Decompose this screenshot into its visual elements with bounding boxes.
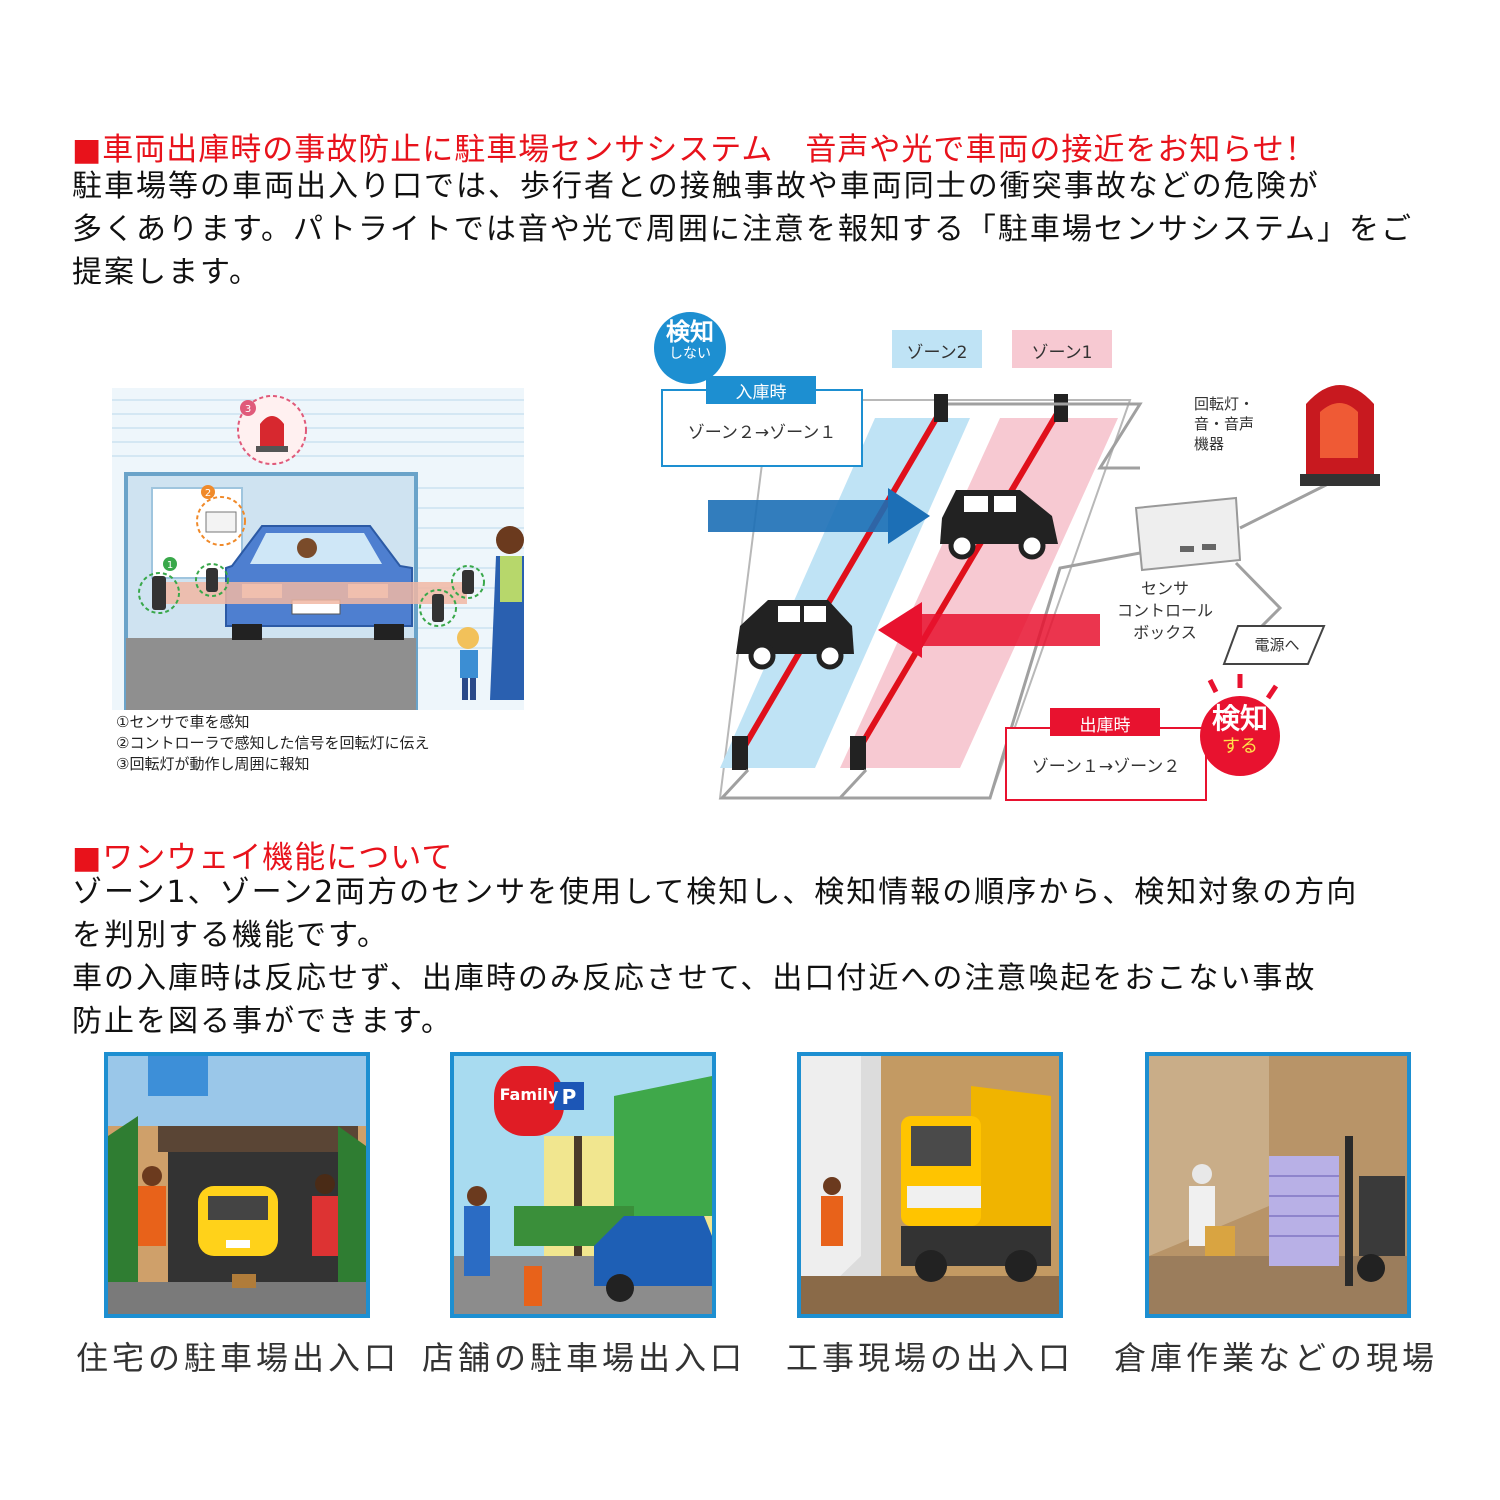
entry-sequence: ゾーン２→ゾーン１	[687, 423, 837, 443]
intro-line: 提案します。	[72, 255, 261, 290]
caption-store: 店舗の駐車場出入口	[421, 1339, 746, 1377]
one-way-line: を判別する機能です。	[72, 918, 389, 953]
step-1: ①センサで車を感知	[116, 713, 250, 731]
one-way-detection-diagram: 検知 しない 入庫時 ゾーン２→ゾーン１ ゾーン2 ゾーン1 回転灯・ 音・音声…	[640, 308, 1400, 808]
entry-label: 入庫時	[735, 383, 787, 403]
power-label: 電源へ	[1254, 636, 1300, 654]
example-construction-photo	[797, 1052, 1063, 1318]
one-way-line: 車の入庫時は反応せず、出庫時のみ反応させて、出口付近への注意喚起をおこない事故	[72, 961, 1317, 996]
control-box-label: センサ コントロール ボックス	[1116, 579, 1213, 642]
garage-illustration: 1 2 3	[112, 388, 524, 712]
step-3: ③回転灯が動作し周囲に報知	[116, 755, 310, 773]
caption-residential: 住宅の駐車場出入口	[75, 1339, 400, 1377]
example-residential-photo	[104, 1052, 370, 1318]
one-way-line: 防止を図る事ができます。	[72, 1004, 453, 1039]
illustration-steps: ①センサで車を感知 ②コントローラで感知した信号を回転灯に伝え ③回転灯が動作し…	[116, 712, 429, 775]
section-one-way-text: ゾーン1、ゾーン2両方のセンサを使用して検知し、検知情報の順序から、検知対象の方…	[72, 871, 1358, 1043]
marker-2: 2	[205, 488, 211, 499]
step-2: ②コントローラで感知した信号を回転灯に伝え	[116, 734, 430, 752]
intro-line: 駐車場等の車両出入り口では、歩行者との接触事故や車両同士の衝突事故などの危険が	[72, 169, 1320, 204]
zone1-label: ゾーン1	[1031, 343, 1093, 363]
marker-1: 1	[167, 560, 173, 571]
zone2-label: ゾーン2	[906, 343, 968, 363]
marker-3: 3	[245, 404, 251, 415]
section-title-sensor-system: ■車両出庫時の事故防止に駐車場センサシステム 音声や光で車両の接近をお知らせ！	[72, 132, 1317, 168]
caption-construction: 工事現場の出入口	[785, 1339, 1074, 1377]
section-title-one-way: ■ワンウェイ機能について	[72, 840, 454, 876]
one-way-line: ゾーン1、ゾーン2両方のセンサを使用して検知し、検知情報の順序から、検知対象の方…	[72, 875, 1359, 910]
caption-warehouse: 倉庫作業などの現場	[1113, 1339, 1438, 1377]
example-warehouse-photo	[1145, 1052, 1411, 1318]
exit-label: 出庫時	[1079, 716, 1131, 736]
example-store-photo: Family P	[450, 1052, 716, 1318]
detect-badge: 検知 する	[1211, 702, 1268, 757]
section-intro-text: 駐車場等の車両出入り口では、歩行者との接触事故や車両同士の衝突事故などの危険が …	[72, 165, 1413, 294]
exit-sequence: ゾーン１→ゾーン２	[1031, 757, 1181, 777]
light-label: 回転灯・ 音・音声 機器	[1194, 395, 1255, 453]
parking-sign: P	[562, 1085, 577, 1109]
store-sign: Family	[500, 1085, 559, 1104]
intro-line: 多くあります。パトライトでは音や光で周囲に注意を報知する「駐車場センサシステム」…	[72, 212, 1413, 247]
no-detect-badge: 検知 しない	[666, 318, 714, 362]
